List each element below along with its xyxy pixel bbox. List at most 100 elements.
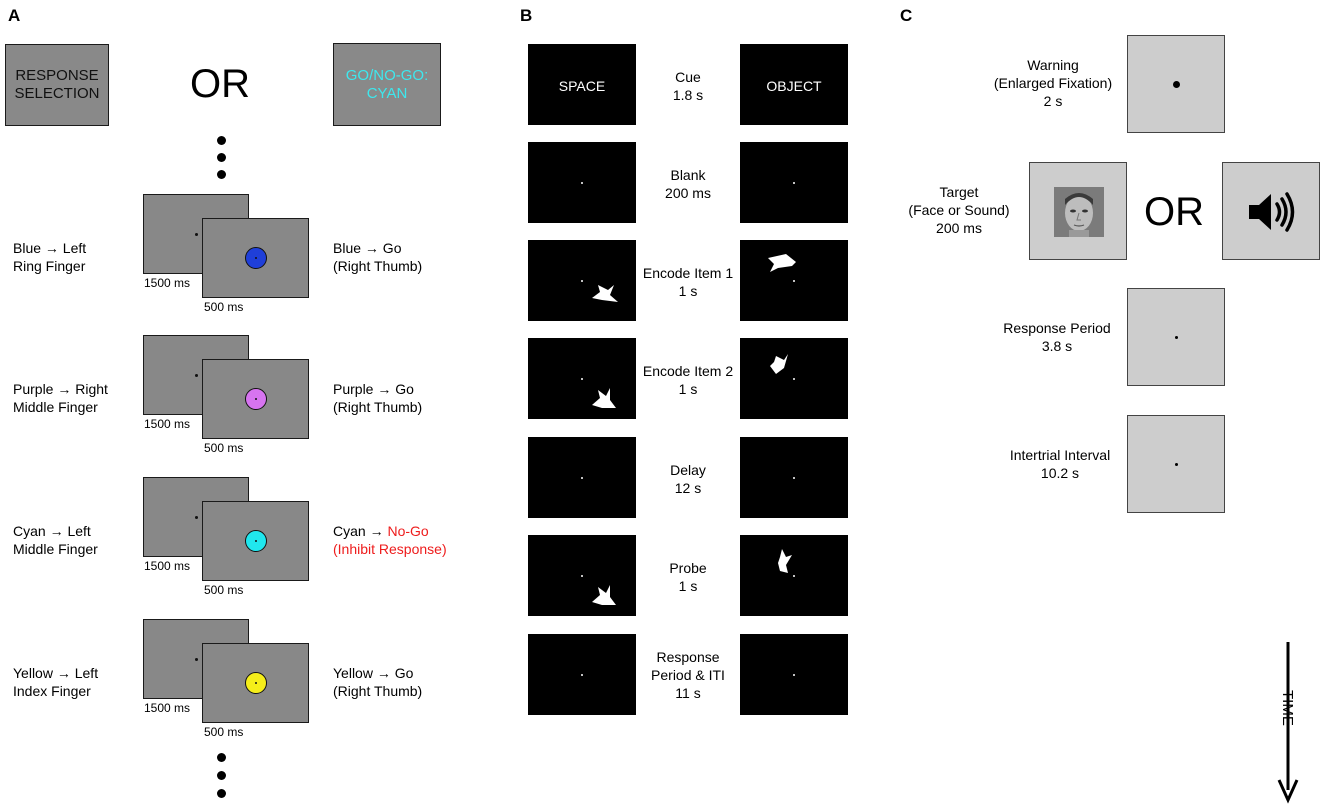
row-label-line1: Response [656, 649, 720, 665]
row-label-line1: Encode Item 2 [642, 363, 734, 379]
mapping-left-label: Blue → Left Ring Finger [13, 239, 86, 275]
row-label-line2: Period & ITI [651, 667, 725, 683]
panel-label-b: B [520, 6, 533, 25]
row-label-line2: 200 ms [665, 185, 711, 201]
object-screen [740, 142, 848, 223]
warning-line2: (Enlarged Fixation) [993, 75, 1113, 91]
response-period-label: Response Period 3.8 s [982, 319, 1132, 355]
blue-circle-stimulus [245, 247, 267, 269]
row-label-line1: Blank [670, 167, 706, 183]
space-cue-text: SPACE [558, 78, 606, 94]
mapping-left-label: Purple → Right Middle Finger [13, 380, 108, 416]
duration-500: 500 ms [204, 300, 244, 314]
iti-line1: Intertrial Interval [1009, 447, 1111, 463]
fixation-dot [581, 477, 583, 479]
mapping-left-label: Yellow → Left Index Finger [13, 664, 98, 700]
fixation-dot [581, 575, 583, 577]
go-rule-text: Blue → Go [333, 240, 402, 256]
target-line2: (Face or Sound) [908, 202, 1010, 218]
mapping-left-line2: Middle Finger [13, 399, 98, 415]
ellipsis-dot [217, 136, 226, 145]
go-nogo-text: GO/NO-GO: CYAN [345, 66, 429, 102]
fixation-dot [581, 182, 583, 184]
space-item-shape [592, 585, 616, 605]
go-rule-text: Yellow → Go [333, 665, 414, 681]
object-screen [740, 338, 848, 419]
iti-label: Intertrial Interval 10.2 s [985, 446, 1135, 482]
go-rule-line2: (Right Thumb) [333, 683, 423, 699]
object-item-shape [770, 354, 788, 374]
mapping-left-line2: Ring Finger [13, 258, 86, 274]
mapping-left-label: Cyan → Left Middle Finger [13, 522, 98, 558]
object-screen [740, 437, 848, 518]
stimulus-screen [202, 501, 309, 581]
object-screen [740, 240, 848, 321]
fixation-dot [195, 374, 198, 377]
ellipsis-dot [217, 789, 226, 798]
go-rule-line1: Yellow → Go [333, 664, 422, 682]
response-selection-text: RESPONSE SELECTION [14, 67, 100, 102]
go-nogo-box: GO/NO-GO: CYAN [333, 43, 441, 126]
space-item-shape [592, 285, 618, 302]
duration-500: 500 ms [204, 583, 244, 597]
nogo-text: No-Go [387, 523, 429, 539]
object-item-shape [768, 254, 796, 272]
fixation-dot [793, 378, 795, 380]
go-rule-line1: Blue → Go [333, 239, 422, 257]
go-rule-text: Purple → Go [333, 381, 414, 397]
iti-screen [1127, 415, 1225, 513]
space-screen [528, 535, 636, 616]
object-cue-text: OBJECT [766, 78, 822, 94]
go-rule-text: Cyan → [333, 523, 388, 539]
duration-500: 500 ms [204, 441, 244, 455]
time-arrow [1277, 642, 1299, 804]
space-screen [528, 142, 636, 223]
row-label-line1: Encode Item 1 [642, 265, 734, 281]
or-text-a: OR [190, 62, 250, 106]
trial-phase-label: Encode Item 2 1 s [628, 362, 748, 398]
space-screen [528, 338, 636, 419]
fixation-dot [195, 658, 198, 661]
object-item-shape [778, 549, 792, 573]
duration-1500: 1500 ms [144, 701, 191, 715]
row-label-line1: Cue [675, 69, 701, 85]
speaker-icon [1249, 192, 1295, 232]
fixation-dot [195, 516, 198, 519]
mapping-left-line1: Blue → Left [13, 240, 87, 256]
target-line3: 200 ms [936, 220, 982, 236]
target-line1: Target [939, 184, 979, 200]
go-rule-label: Blue → Go (Right Thumb) [333, 239, 422, 275]
fixation-dot [581, 280, 583, 282]
go-rule-label: Cyan → No-Go (Inhibit Response) [333, 522, 447, 558]
or-text-c: OR [1144, 190, 1204, 234]
fixation-dot [793, 182, 795, 184]
object-screen [740, 634, 848, 715]
duration-1500: 1500 ms [144, 276, 191, 290]
fixation-dot [793, 575, 795, 577]
stimulus-screen [202, 643, 309, 723]
warning-label: Warning (Enlarged Fixation) 2 s [968, 56, 1138, 110]
fixation-dot [793, 674, 795, 676]
row-label-line3: 11 s [675, 685, 701, 701]
iti-line2: 10.2 s [1040, 465, 1080, 481]
face-target-screen [1029, 162, 1127, 260]
ellipsis-dot [217, 170, 226, 179]
space-item-shape [592, 388, 616, 408]
panel-label-a: A [8, 6, 21, 25]
space-screen: SPACE [528, 44, 636, 125]
row-label-line2: 1.8 s [672, 87, 704, 103]
space-screen [528, 240, 636, 321]
row-label-line1: Delay [670, 462, 706, 478]
go-rule-label: Yellow → Go (Right Thumb) [333, 664, 422, 700]
duration-1500: 1500 ms [144, 559, 191, 573]
fixation-dot [195, 233, 198, 236]
mapping-left-line2: Middle Finger [13, 541, 98, 557]
row-label-line2: 1 s [678, 381, 698, 397]
warning-line1: Warning [1027, 57, 1079, 73]
go-rule-line2: (Inhibit Response) [333, 541, 447, 557]
duration-500: 500 ms [204, 725, 244, 739]
